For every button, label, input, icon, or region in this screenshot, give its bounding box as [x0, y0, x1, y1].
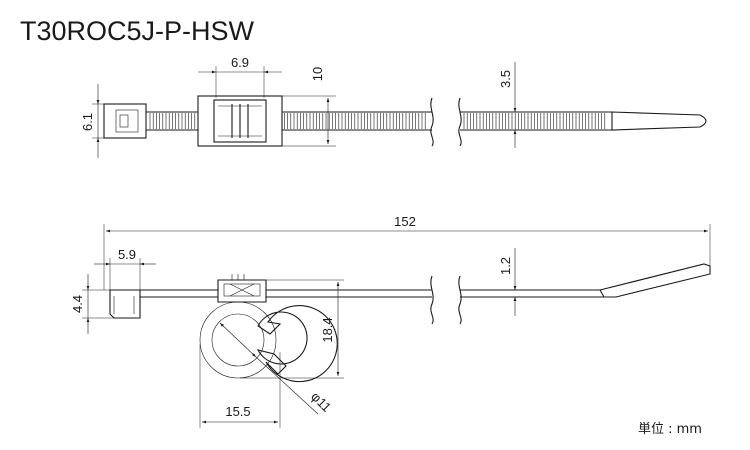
tie-head-top: [103, 103, 147, 139]
tie-tail-top: [611, 111, 707, 131]
svg-text:152: 152: [394, 214, 416, 229]
svg-text:1.2: 1.2: [498, 257, 513, 275]
dim-side-head-height: 4.4: [70, 274, 114, 334]
svg-text:φ11: φ11: [308, 389, 334, 415]
svg-text:15.5: 15.5: [225, 404, 250, 419]
dim-top-band-thickness: 3.5: [498, 62, 517, 148]
break-line: [458, 275, 462, 325]
dim-side-head-length: 5.9: [94, 247, 156, 290]
svg-text:18.4: 18.4: [320, 317, 335, 342]
svg-text:4.4: 4.4: [70, 295, 85, 313]
dim-clamp-height: 18.4: [240, 279, 344, 379]
tie-band-top-left: [146, 111, 432, 131]
dim-top-clamp-height: 10: [282, 67, 336, 147]
dim-top-head-width: 6.9: [198, 55, 282, 98]
tie-tail-side: [599, 263, 711, 298]
side-view: [109, 263, 711, 383]
clamp-block-side: [217, 279, 267, 303]
svg-text:5.9: 5.9: [118, 247, 136, 262]
dim-clamp-width: 15.5: [199, 344, 281, 428]
svg-text:10: 10: [310, 67, 325, 81]
tie-head-side: [109, 289, 141, 319]
break-line: [458, 97, 462, 147]
svg-text:3.5: 3.5: [498, 70, 513, 88]
dim-overall-length: 152: [103, 214, 711, 290]
break-line: [430, 97, 434, 147]
dim-top-head-height: 6.1: [80, 84, 104, 158]
unit-label: 単位 : mm: [638, 421, 702, 437]
svg-text:6.9: 6.9: [231, 55, 249, 70]
svg-text:6.1: 6.1: [80, 113, 95, 131]
break-line: [430, 275, 434, 325]
dim-side-band-thickness: 1.2: [498, 248, 517, 316]
clamp-ring: [199, 301, 338, 383]
part-number-title: T30ROC5J-P-HSW: [20, 16, 255, 46]
tie-band-top-right: [460, 111, 612, 131]
top-view: [103, 95, 707, 147]
